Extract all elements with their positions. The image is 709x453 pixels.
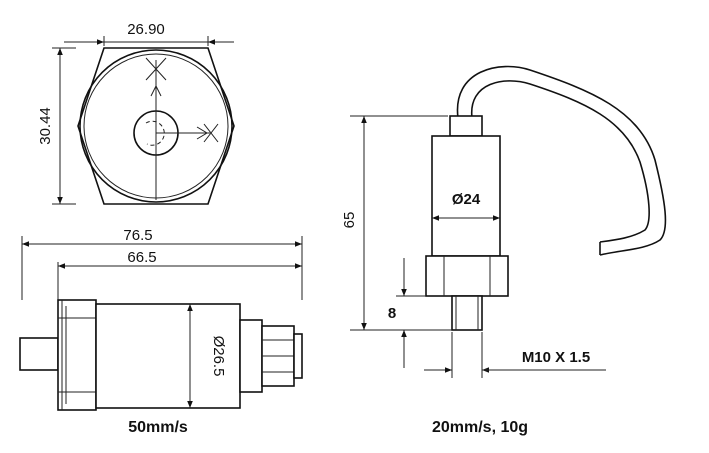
thread-dim-label: M10 X 1.5 [522, 349, 590, 366]
gland-cap [293, 333, 303, 379]
hex-fitting [425, 255, 509, 297]
diameter-dim-label: Ø26.5 [210, 336, 227, 377]
axis-arrow-up-icon [150, 84, 162, 97]
width-dim-label: 26.90 [127, 21, 165, 38]
sensor-body [95, 303, 241, 409]
height-dim-label: 30.44 [37, 107, 54, 145]
gland-base [239, 319, 263, 393]
cable-entry [449, 115, 483, 137]
cross-mark-right-icon [203, 123, 219, 143]
thread-length-dim-label: 8 [388, 305, 396, 322]
body-diameter-dim-label: Ø24 [452, 191, 481, 208]
overall-length-dim-label: 76.5 [123, 227, 152, 244]
cable-inner-edge [471, 80, 650, 243]
axis-arrow-right-icon [196, 126, 208, 140]
hex-outline [77, 47, 235, 205]
cross-mark-top-icon [145, 57, 167, 81]
outer-circle [79, 49, 233, 203]
top-view: 26.90 30.44 [37, 21, 235, 205]
right-view-caption: 20mm/s, 10g [432, 419, 528, 436]
right-view: Ø24 65 8 M10 X 1.5 20mm/s, 10g [341, 65, 667, 436]
body-length-dim-label: 66.5 [127, 249, 156, 266]
side-view-caption: 50mm/s [128, 419, 188, 436]
connector-stub [19, 337, 59, 371]
side-view: 76.5 66.5 Ø26.5 50mm/s [19, 227, 303, 436]
hex-nut [57, 299, 97, 411]
cable [456, 65, 667, 256]
thread-stem [451, 295, 483, 331]
overall-height-dim-label: 65 [341, 212, 358, 229]
